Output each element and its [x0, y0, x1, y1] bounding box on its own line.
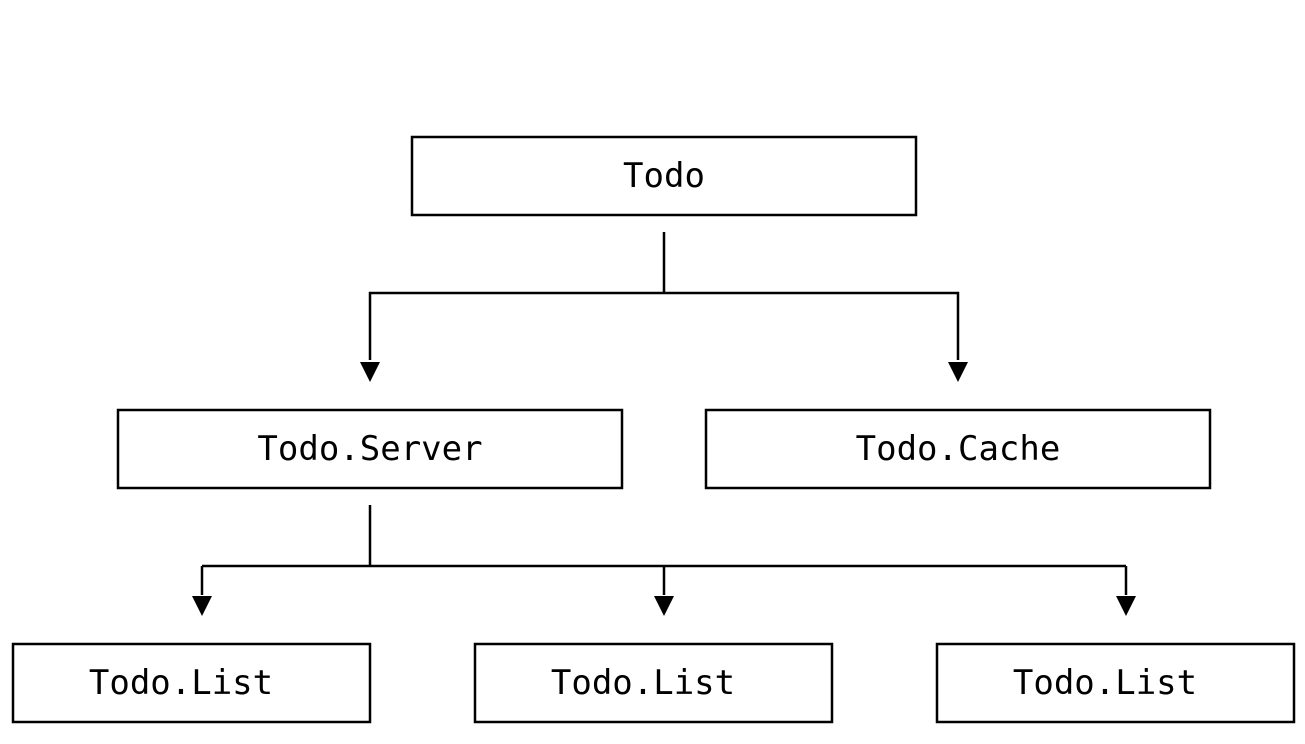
node-todo-list-3-box: [935, 642, 1296, 724]
node-todo-cache: Todo.Cache: [704, 408, 1212, 490]
node-todo-list-1-label: Todo.List: [89, 663, 273, 703]
node-todo-list-1-box: [11, 642, 372, 724]
node-todo-box: [410, 135, 918, 217]
node-todo-list-2-label: Todo.List: [551, 663, 735, 703]
node-todo-cache-box: [704, 408, 1212, 490]
node-todo-list-2-box: [473, 642, 834, 724]
node-todo-list-1: Todo.List: [11, 642, 372, 724]
node-todo-server-box: [116, 408, 624, 490]
node-todo-cache-label: Todo.Cache: [856, 429, 1061, 469]
arrow-to-cache: [948, 362, 968, 382]
arrow-to-server: [360, 362, 380, 382]
arrow-to-list2: [654, 596, 674, 616]
node-todo-list-3: Todo.List: [935, 642, 1296, 724]
node-todo-server-label: Todo.Server: [257, 429, 482, 469]
edge-group-server: [192, 505, 1136, 616]
node-todo-list-3-label: Todo.List: [1013, 663, 1197, 703]
node-todo-label: Todo: [623, 156, 705, 196]
arrow-to-list3: [1116, 596, 1136, 616]
edge-root-to-server: [368, 291, 664, 360]
edge-group-root: [360, 232, 968, 382]
arrow-to-list1: [192, 596, 212, 616]
node-todo-server: Todo.Server: [116, 408, 624, 490]
edge-root-to-cache: [664, 291, 960, 360]
node-todo-list-2: Todo.List: [473, 642, 834, 724]
node-todo: Todo: [410, 135, 918, 217]
